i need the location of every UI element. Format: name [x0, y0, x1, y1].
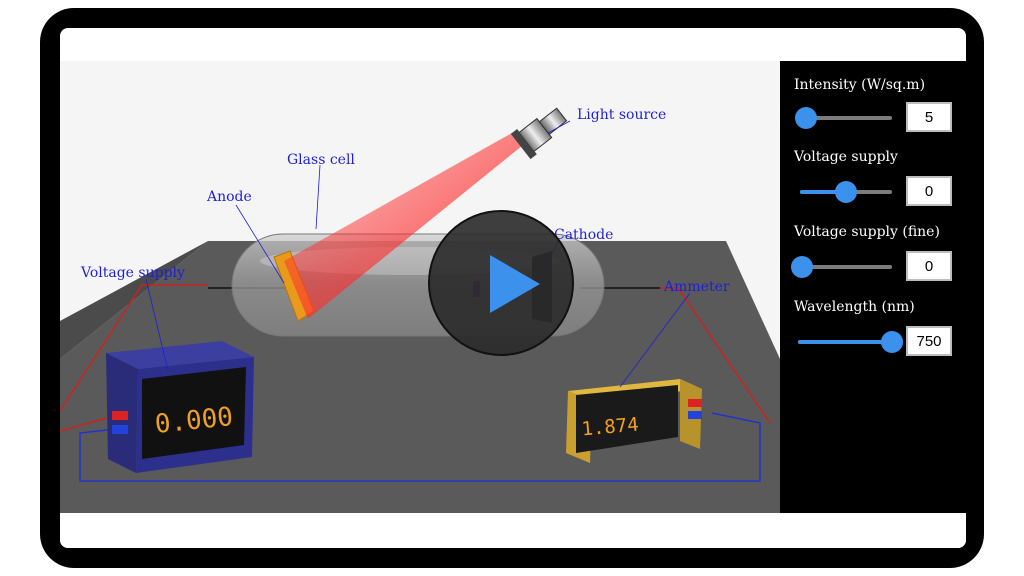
leader-glass-cell	[315, 164, 321, 230]
voltage-fine-slider[interactable]	[791, 256, 892, 278]
voltage-fine-value-input[interactable]: 0	[906, 251, 952, 281]
control-panel: Intensity (W/sq.m) 5 Voltage supply 0 Vo…	[780, 61, 966, 513]
intensity-label: Intensity (W/sq.m)	[794, 77, 926, 93]
ammeter-box	[566, 379, 702, 463]
wire-voltage-positive	[60, 284, 208, 412]
leader-light-source	[547, 120, 571, 134]
light-beam	[284, 133, 528, 319]
voltage-slider-thumb[interactable]	[835, 181, 857, 203]
voltage-terminal-positive	[112, 411, 128, 420]
label-ammeter: Ammeter	[663, 279, 730, 295]
leader-ammeter	[619, 292, 691, 388]
bottom-bar	[60, 513, 966, 548]
leader-anode	[235, 204, 285, 284]
play-button[interactable]	[428, 210, 574, 356]
voltage-value-input[interactable]: 0	[906, 176, 952, 206]
leader-voltage-supply	[145, 278, 169, 372]
wire-left-red	[60, 415, 115, 432]
intensity-value-input[interactable]: 5	[906, 102, 952, 132]
voltage-fine-label: Voltage supply (fine)	[794, 224, 940, 240]
label-light-source: Light source	[577, 107, 666, 123]
wavelength-value-input[interactable]: 750	[906, 326, 952, 356]
voltage-fine-slider-track	[802, 265, 892, 269]
intensity-slider-thumb[interactable]	[795, 107, 817, 129]
wavelength-slider[interactable]	[798, 331, 903, 353]
voltage-fine-slider-thumb[interactable]	[791, 256, 813, 278]
wire-return	[79, 412, 761, 482]
experiment-scene: 0.000 1.874 Light source Glass cell Anod…	[60, 61, 780, 513]
intensity-slider[interactable]	[795, 107, 892, 129]
label-cathode: Cathode	[554, 227, 613, 243]
wavelength-slider-thumb[interactable]	[881, 331, 903, 353]
play-icon	[490, 255, 540, 313]
intensity-slider-track	[806, 116, 892, 120]
label-anode: Anode	[206, 189, 252, 205]
ammeter-display: 1.874	[581, 414, 640, 441]
scene-canvas: 0.000 1.874 Light source Glass cell Anod…	[60, 61, 780, 513]
label-voltage-supply: Voltage supply	[80, 265, 185, 281]
label-glass-cell: Glass cell	[287, 152, 355, 168]
voltage-terminal-negative	[112, 425, 128, 434]
table-edge-left	[60, 241, 208, 359]
wire-ammeter-positive	[660, 287, 771, 424]
voltage-slider-fill	[800, 190, 846, 194]
ammeter-terminal-positive	[688, 399, 702, 407]
simulation-screen: 0.000 1.874 Light source Glass cell Anod…	[60, 28, 966, 548]
voltage-label: Voltage supply	[794, 149, 898, 165]
wavelength-label: Wavelength (nm)	[794, 299, 915, 315]
wavelength-slider-fill	[798, 340, 892, 344]
voltage-supply-box	[106, 341, 254, 473]
voltage-slider[interactable]	[800, 181, 892, 203]
ammeter-terminal-negative	[688, 411, 702, 419]
